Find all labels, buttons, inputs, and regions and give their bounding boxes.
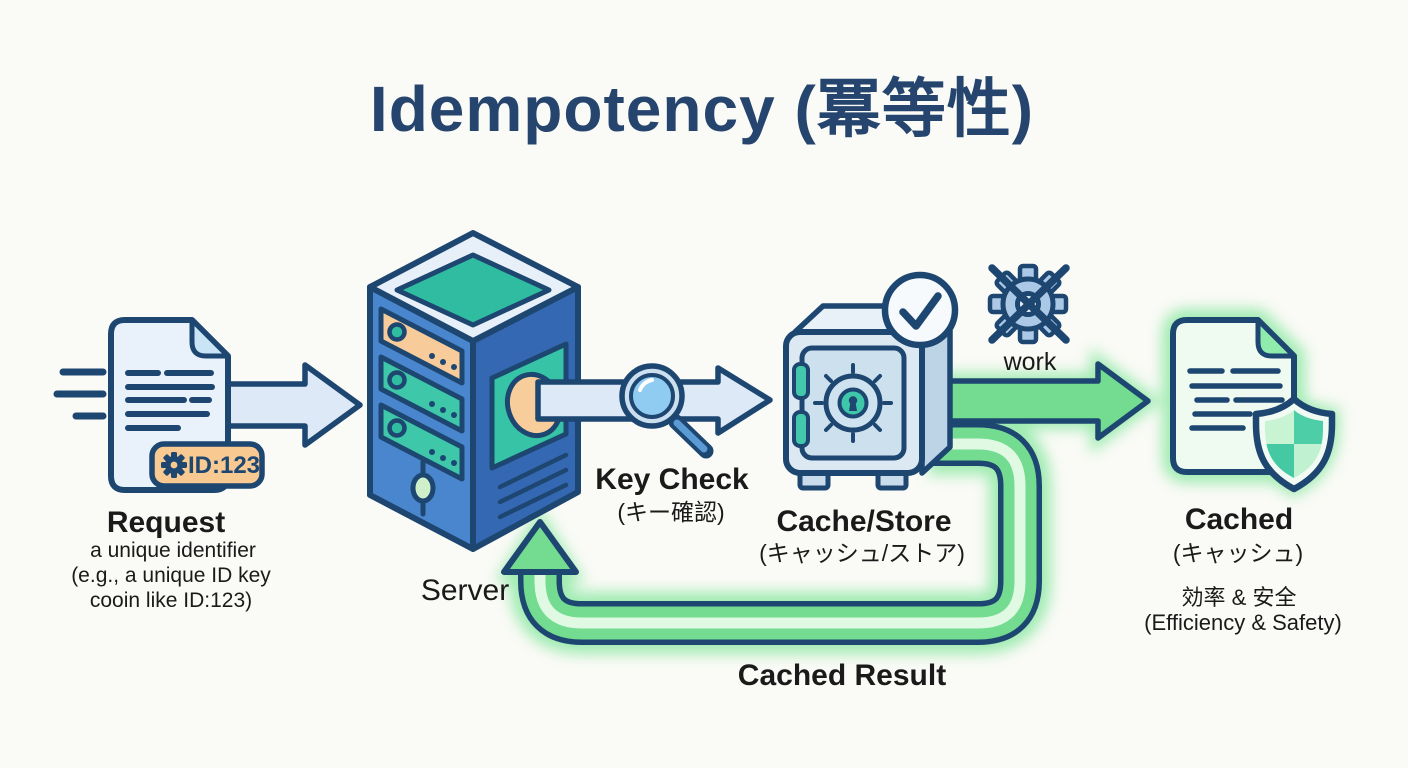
page-title: Idempotency (冪等性) [369, 73, 1035, 145]
cached-label: Cached [1184, 503, 1294, 536]
cached-document-icon [1170, 317, 1336, 493]
cache-store-label-ja: (キャッシュ/ストア) [759, 540, 965, 566]
request-desc-line2: (e.g., a unique ID key [71, 564, 271, 587]
cache-store-label: Cache/Store [776, 505, 952, 538]
request-document-icon [53, 317, 265, 493]
work-label: work [1003, 348, 1057, 376]
key-check-label-ja: (キー確認) [617, 499, 725, 525]
cached-benefit-ja: 効率 & 安全 [1181, 585, 1297, 610]
speed-lines-icon [53, 368, 107, 420]
request-desc-line1: a unique identifier [90, 539, 256, 562]
request-label: Request [106, 506, 226, 539]
id-badge [149, 441, 265, 489]
id-badge-label: ID:123 [187, 452, 261, 479]
checkmark-circle-icon [881, 271, 959, 349]
server-label: Server [420, 574, 510, 607]
x-cross-icon [988, 264, 1070, 344]
document-text-lines [125, 370, 215, 431]
safe-vault-icon [783, 271, 959, 491]
combination-dial-icon [813, 363, 893, 443]
request-desc-line3: cooin like ID:123) [89, 589, 253, 612]
gear-icon [161, 452, 187, 478]
cache-hit-arrow [932, 361, 1151, 441]
cached-result-label: Cached Result [737, 659, 947, 692]
document-text-lines [1187, 368, 1285, 431]
shield-icon [1252, 395, 1336, 493]
magnifier-icon [619, 363, 714, 459]
cached-result-return-arrow [501, 422, 1042, 645]
cached-label-ja: (キャッシュ) [1172, 540, 1304, 566]
cached-benefit-en: (Efficiency & Safety) [1144, 610, 1342, 635]
key-check-label: Key Check [595, 463, 749, 496]
crossed-out-gear-icon [987, 263, 1070, 345]
